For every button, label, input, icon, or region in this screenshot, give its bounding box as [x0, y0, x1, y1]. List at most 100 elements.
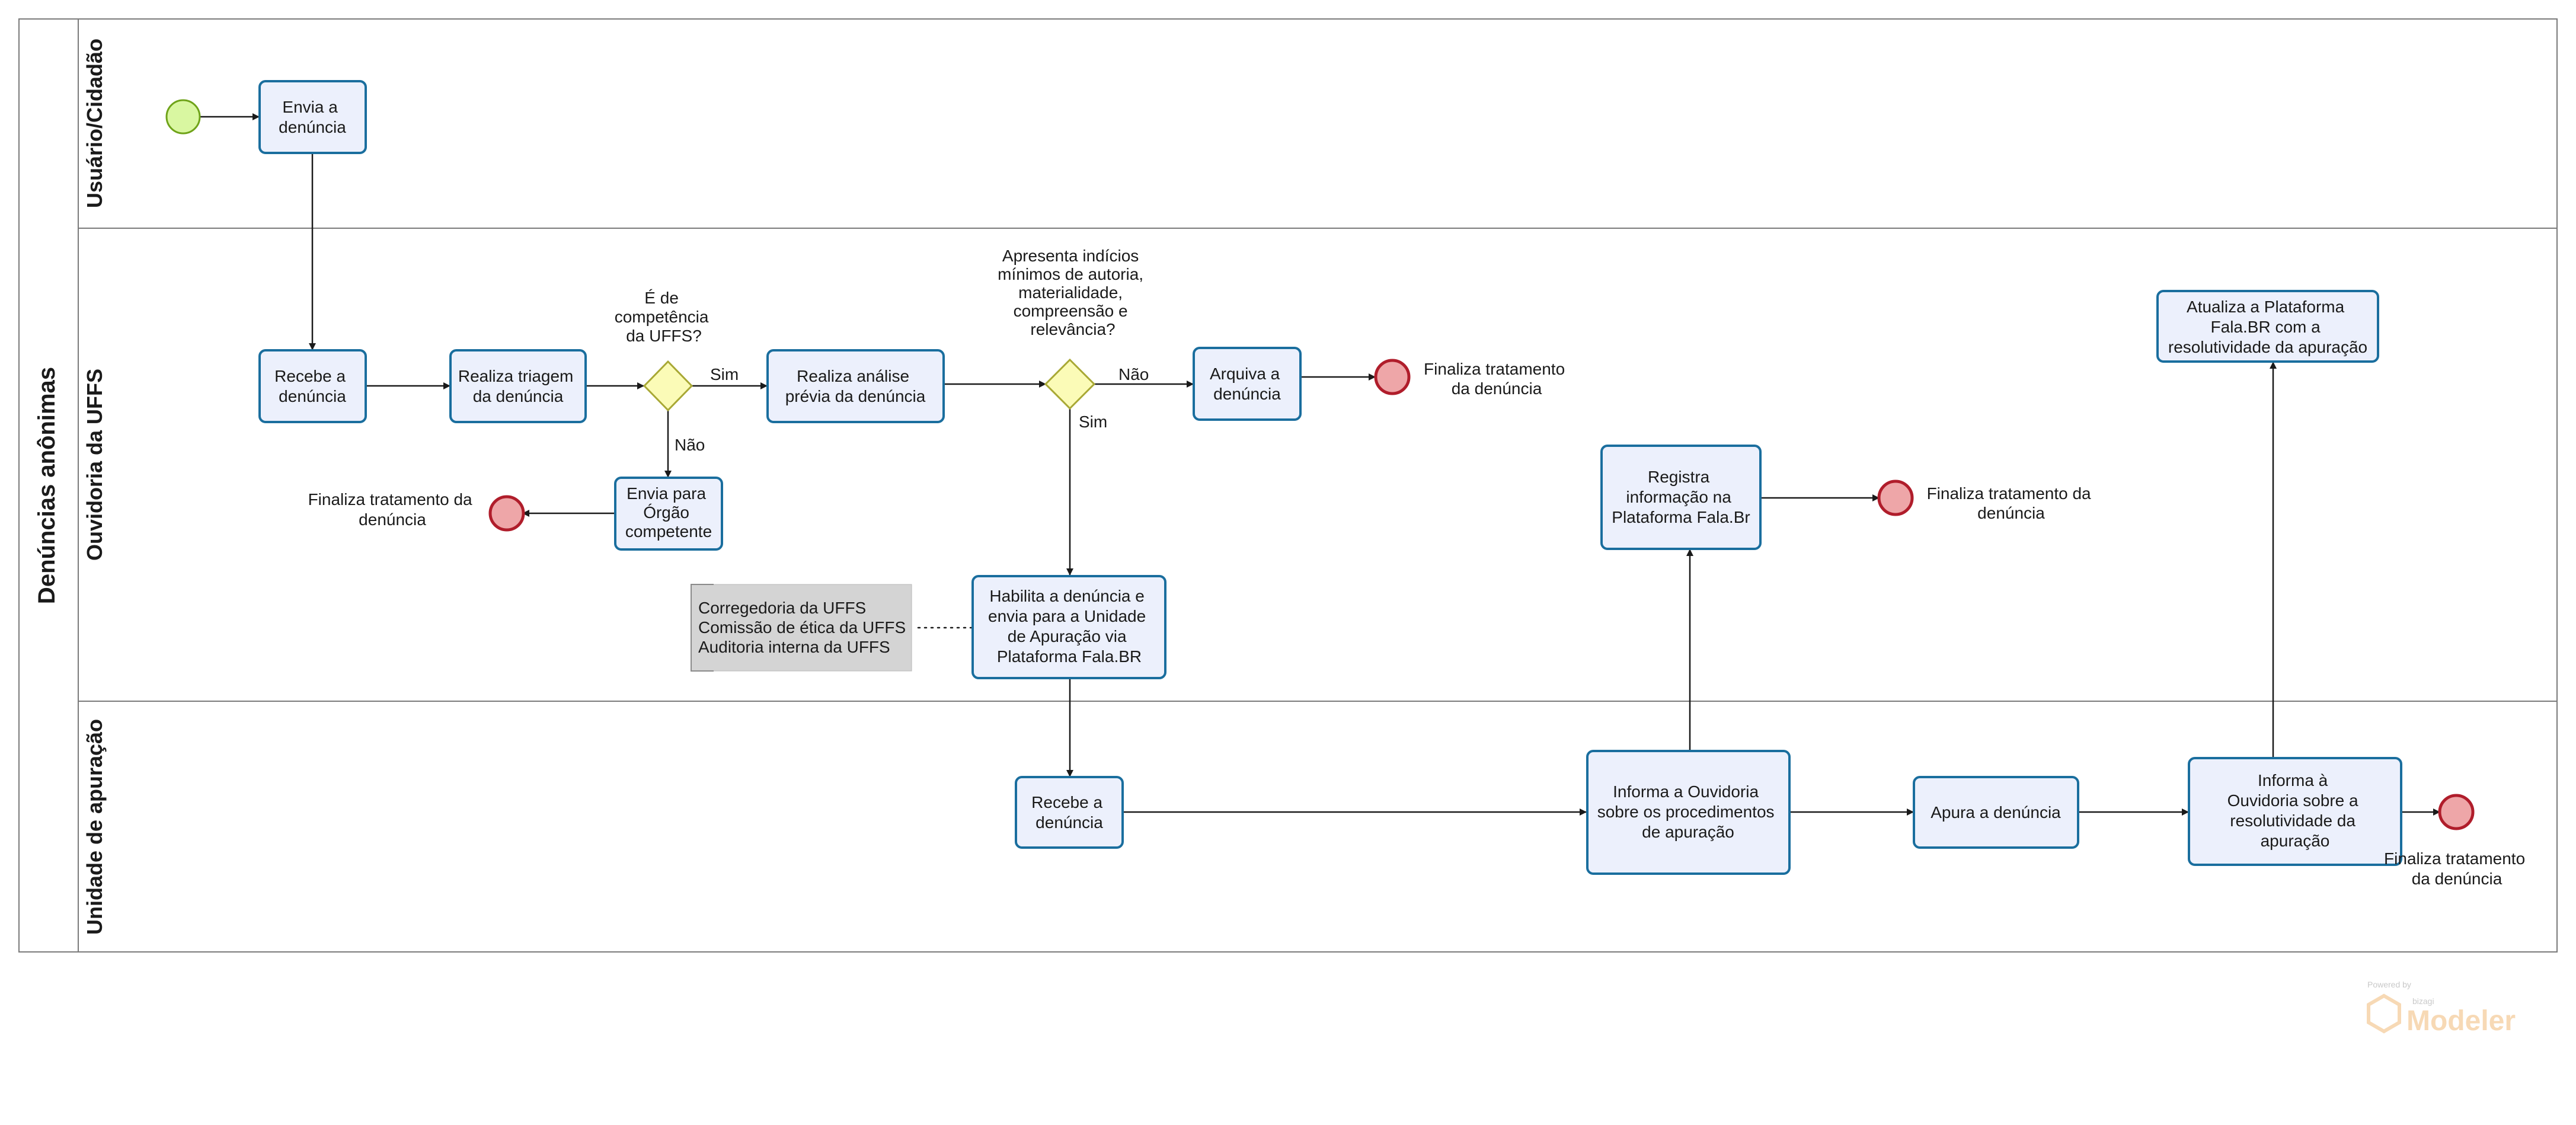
watermark-bizagi: bizagi: [2412, 996, 2434, 1006]
task-informa-res-line-3: resolutividade da: [2230, 811, 2356, 830]
lane-ouvidoria-title: Ouvidoria da UFFS: [82, 369, 107, 561]
task-envia[interactable]: Envia a denúncia: [258, 80, 367, 154]
svg-text:Registra informação na: Registra informação na Plataforma Fala.B…: [1612, 468, 1750, 526]
gateway-competencia-label-1: É de: [644, 289, 679, 307]
task-analise[interactable]: Realiza análise prévia da denúncia: [766, 349, 945, 423]
svg-text:Envia a denúncia: Envia a denúncia: [279, 98, 346, 136]
annotation-line-2: Comissão de ética da UFFS: [698, 618, 906, 637]
svg-text:Apresenta indícios mínimos: Apresenta indícios mínimos de autoria, m…: [998, 247, 1148, 338]
task-registra[interactable]: Registra informação na Plataforma Fala.B…: [1600, 445, 1762, 550]
task-informa-procedimentos[interactable]: Informa a Ouvidoria sobre os procediment…: [1586, 750, 1791, 875]
task-envia-orgao[interactable]: Envia para Órgão competente: [614, 477, 723, 551]
task-habilita-line-3: de Apuração via: [1008, 627, 1127, 645]
gateway-indicios-label-4: compreensão e: [1014, 302, 1128, 320]
flow-label-g2-nao: Não: [1118, 365, 1149, 383]
annotation-line-3: Auditoria interna da UFFS: [698, 638, 890, 656]
svg-text:Finaliza tratamento da den: Finaliza tratamento da denúncia: [2384, 849, 2530, 888]
pool-title: Denúncias anônimas: [34, 367, 60, 604]
task-informa-resolutividade[interactable]: Informa à Ouvidoria sobre a resolutivida…: [2188, 757, 2402, 866]
svg-text:Habilita a denúncia e en: Habilita a denúncia e envia para a Unida…: [988, 587, 1150, 666]
task-recebe-un-line-1: Recebe a: [1031, 793, 1102, 811]
task-arquiva-line-1: Arquiva a: [1210, 365, 1280, 383]
gateway-competencia-label-2: competência: [615, 308, 709, 326]
task-envia-orgao-line-3: competente: [625, 522, 712, 541]
gateway-competencia[interactable]: [643, 360, 693, 412]
flow-label-g1-nao: Não: [675, 436, 705, 454]
bizagi-watermark: Powered by bizagi Modeler: [2367, 980, 2516, 1037]
gateway-indicios-label-3: materialidade,: [1018, 283, 1123, 302]
svg-text:Corregedoria da UFFS Com: Corregedoria da UFFS Comissão de ética d…: [698, 599, 910, 656]
task-recebe-ouv-line-2: denúncia: [279, 387, 346, 405]
svg-text:Finaliza tratamento da den: Finaliza tratamento da denúncia: [1424, 360, 1570, 398]
svg-text:Informa à Ouvidoria sobr: Informa à Ouvidoria sobre a resolutivida…: [2227, 771, 2363, 850]
svg-text:É de competência da UF: É de competência da UFFS?: [615, 289, 714, 345]
end-event-unidade[interactable]: [2438, 794, 2475, 830]
task-recebe-unidade[interactable]: Recebe a denúncia: [1015, 776, 1124, 849]
lane-unidade-title: Unidade de apuração: [82, 719, 107, 935]
task-atualiza-line-1: Atualiza a Plataforma: [2187, 298, 2345, 316]
end-event-unidade-label-1: Finaliza tratamento: [2384, 849, 2525, 868]
end-event-orgao[interactable]: [488, 495, 525, 532]
task-registra-line-1: Registra: [1648, 468, 1710, 486]
end-event-orgao-label-2: denúncia: [359, 510, 426, 529]
task-informa-proc-line-2: sobre os procedimentos: [1597, 803, 1775, 821]
annotation-line-1: Corregedoria da UFFS: [698, 599, 866, 617]
task-arquiva[interactable]: Arquiva a denúncia: [1193, 347, 1302, 421]
svg-text:Apura a denúncia: Apura a denúncia: [1931, 803, 2061, 822]
task-analise-line-1: Realiza análise: [797, 367, 909, 385]
text-annotation[interactable]: Corregedoria da UFFS Comissão de ética d…: [691, 584, 912, 672]
task-informa-proc-line-1: Informa a Ouvidoria: [1613, 782, 1759, 801]
bizagi-logo-icon: [2367, 993, 2401, 1034]
svg-text:Arquiva a denúncia: Arquiva a denúncia: [1210, 365, 1284, 403]
gateway-indicios-label-5: relevância?: [1030, 320, 1115, 338]
task-informa-res-line-4: apuração: [2261, 832, 2330, 850]
svg-text:Recebe a denúncia: Recebe a denúncia: [274, 367, 350, 405]
task-envia-line-1: Envia a: [282, 98, 338, 116]
task-atualiza-line-3: resolutividade da apuração: [2168, 338, 2367, 356]
svg-text:Realiza análise prévia d: Realiza análise prévia da denúncia: [785, 367, 926, 405]
gateway-indicios-label-1: Apresenta indícios: [1002, 247, 1139, 265]
task-triagem[interactable]: Realiza triagem da denúncia: [449, 349, 587, 423]
task-habilita-line-2: envia para a Unidade: [988, 607, 1146, 625]
svg-text:Atualiza a Plataforma Fa: Atualiza a Plataforma Fala.BR com a reso…: [2168, 298, 2367, 356]
task-informa-res-line-2: Ouvidoria sobre a: [2227, 791, 2358, 810]
task-atualiza[interactable]: Atualiza a Plataforma Fala.BR com a reso…: [2156, 290, 2379, 363]
sequence-flows: [200, 113, 2440, 816]
end-event-unidade-label-2: da denúncia: [2412, 870, 2503, 888]
end-event-arquiva[interactable]: [1374, 359, 1411, 395]
task-envia-line-2: denúncia: [279, 118, 346, 136]
task-habilita[interactable]: Habilita a denúncia e envia para a Unida…: [971, 575, 1166, 679]
task-registra-line-3: Plataforma Fala.Br: [1612, 508, 1750, 526]
start-event[interactable]: [165, 99, 201, 135]
lane-usuario-title: Usuário/Cidadão: [82, 39, 107, 208]
gateway-competencia-label-3: da UFFS?: [626, 327, 702, 345]
task-apura[interactable]: Apura a denúncia: [1913, 776, 2079, 849]
svg-text:Finaliza tratamento da den: Finaliza tratamento da denúncia: [308, 490, 477, 529]
task-envia-orgao-line-2: Órgão: [643, 503, 689, 522]
flow-label-g2-sim: Sim: [1079, 413, 1107, 431]
svg-text:Finaliza tratamento da den: Finaliza tratamento da denúncia: [1927, 484, 2096, 522]
task-recebe-ouv-line-1: Recebe a: [274, 367, 346, 385]
watermark-modeler: Modeler: [2406, 1005, 2516, 1037]
flow-label-g1-sim: Sim: [710, 365, 739, 383]
end-event-registra[interactable]: [1877, 480, 1914, 516]
task-analise-line-2: prévia da denúncia: [785, 387, 926, 405]
task-arquiva-line-2: denúncia: [1213, 385, 1281, 403]
end-event-arquiva-label-1: Finaliza tratamento: [1424, 360, 1565, 378]
task-informa-res-line-1: Informa à: [2258, 771, 2328, 790]
gateway-indicios[interactable]: [1044, 358, 1096, 410]
task-recebe-ouvidoria[interactable]: Recebe a denúncia: [258, 349, 367, 423]
task-triagem-line-1: Realiza triagem: [458, 367, 574, 385]
end-event-arquiva-label-2: da denúncia: [1452, 379, 1542, 398]
end-event-registra-label-1: Finaliza tratamento da: [1927, 484, 2091, 503]
pool: Denúncias anônimas Usuário/Cidadão Ouvid…: [18, 18, 2558, 953]
gateway-indicios-label-2: mínimos de autoria,: [998, 265, 1143, 283]
task-habilita-line-4: Plataforma Fala.BR: [997, 647, 1142, 666]
svg-text:Envia para Órgão c: Envia para Órgão competente: [625, 484, 712, 541]
watermark-powered-by: Powered by: [2367, 980, 2411, 989]
svg-text:Informa a Ouvidoria sobr: Informa a Ouvidoria sobre os procediment…: [1597, 782, 1779, 841]
task-envia-orgao-line-1: Envia para: [627, 484, 706, 503]
end-event-registra-label-2: denúncia: [1977, 504, 2045, 522]
task-apura-line-1: Apura a denúncia: [1931, 803, 2061, 822]
task-recebe-un-line-2: denúncia: [1035, 813, 1103, 832]
